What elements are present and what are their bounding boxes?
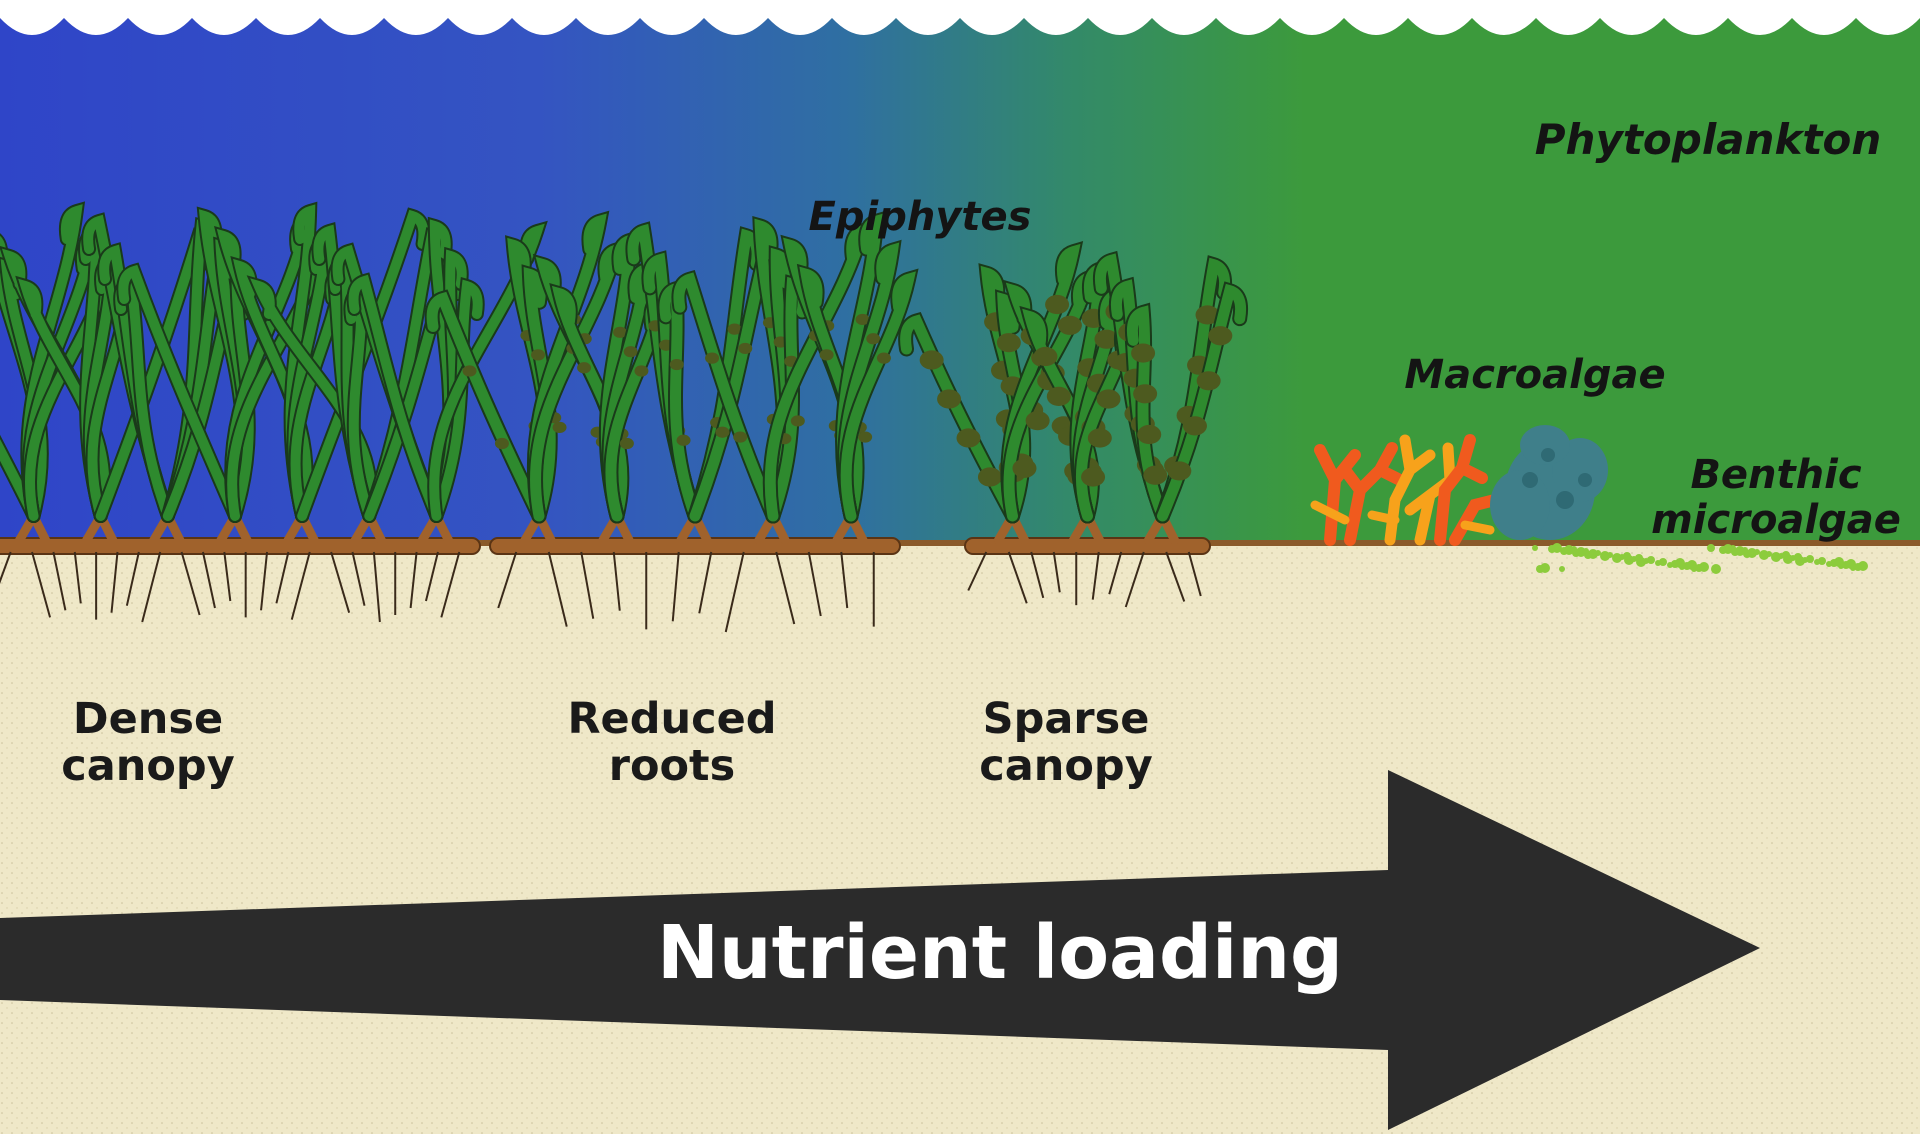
epiphyte [1197, 371, 1221, 390]
sediment-texture [0, 540, 1920, 1134]
microalgae-dot [1659, 558, 1667, 566]
label-sparse-line1: Sparse [983, 694, 1150, 744]
microalgae-dot [1858, 561, 1868, 571]
rhizome [0, 538, 480, 554]
microalgae-dot [1730, 545, 1736, 551]
label-dense-line2: canopy [61, 741, 234, 791]
epiphyte [1088, 428, 1112, 447]
label-benthic-line1: Benthic [1690, 452, 1861, 498]
microalgae-dot [1675, 558, 1685, 568]
microalgae-dot [1846, 559, 1856, 569]
microalgae-dot [1834, 557, 1844, 567]
microalgae-dot [1552, 543, 1562, 553]
epiphyte [858, 431, 872, 442]
epiphyte [620, 438, 634, 449]
epiphyte [670, 359, 684, 370]
epiphyte [531, 349, 545, 360]
epiphyte [1047, 387, 1071, 406]
microalgae-dot [1647, 556, 1655, 564]
microalgae-dot [1532, 545, 1538, 551]
epiphyte [1133, 384, 1157, 403]
microalgae-dot [1559, 566, 1565, 572]
epiphyte [920, 350, 944, 369]
epiphyte [738, 343, 752, 354]
microalgae-dot [1794, 553, 1802, 561]
microalgae-dot [1818, 557, 1826, 565]
microalgae-dot [1623, 552, 1631, 560]
epiphyte [997, 333, 1021, 352]
epiphyte [1026, 411, 1050, 430]
epiphyte [1143, 466, 1167, 485]
epiphyte [957, 428, 981, 447]
microalgae-dot [1742, 547, 1748, 553]
epiphyte [553, 422, 567, 433]
epiphyte [495, 438, 509, 449]
epiphyte [1097, 389, 1121, 408]
microalgae-dot [1699, 562, 1709, 572]
microalgae-dot [1607, 552, 1613, 558]
label-sparse-line2: canopy [979, 741, 1152, 791]
label-dense-line1: Dense [73, 694, 223, 744]
epiphyte [463, 365, 477, 376]
epiphyte [937, 389, 961, 408]
epiphyte [1137, 425, 1161, 444]
epiphyte [733, 431, 747, 442]
epiphyte [624, 346, 638, 357]
epiphyte [1208, 326, 1232, 345]
microalgae-dot [1595, 550, 1601, 556]
microalgae-dot [1766, 551, 1772, 557]
epiphyte [677, 435, 691, 446]
epiphyte [705, 353, 719, 364]
label-epiphytes: Epiphytes [809, 194, 1032, 240]
epiphyte [877, 353, 891, 364]
label-reduced-line1: Reduced [567, 694, 776, 744]
epiphyte [978, 467, 1002, 486]
epiphyte [1033, 347, 1057, 366]
microalgae-dot [1754, 549, 1760, 555]
epiphyte [791, 415, 805, 426]
epiphyte [1081, 467, 1105, 486]
microalgae-dot [1540, 563, 1550, 573]
microalgae-dot [1711, 564, 1721, 574]
label-benthic-line2: microalgae [1651, 497, 1901, 543]
epiphyte [820, 349, 834, 360]
epiphyte [1131, 343, 1155, 362]
label-nutrient-loading: Nutrient loading [657, 910, 1343, 996]
epiphyte [1012, 459, 1036, 478]
epiphyte [1167, 461, 1191, 480]
microalgae-dot [1707, 544, 1715, 552]
microalgae-dot [1571, 546, 1577, 552]
epiphyte [634, 365, 648, 376]
microalgae-dot [1583, 548, 1589, 554]
label-reduced-line2: roots [609, 741, 735, 791]
microalgae-dot [1687, 560, 1697, 570]
label-macroalgae: Macroalgae [1404, 352, 1665, 398]
epiphyte [715, 427, 729, 438]
epiphyte [866, 333, 880, 344]
epiphyte [1183, 416, 1207, 435]
label-phytoplankton: Phytoplankton [1535, 115, 1881, 164]
epiphyte [1045, 295, 1069, 314]
microalgae-dot [1782, 551, 1790, 559]
microalgae-dot [1806, 555, 1814, 563]
microalgae-dot [1635, 554, 1643, 562]
epiphyte [1058, 316, 1082, 335]
epiphyte [577, 362, 591, 373]
